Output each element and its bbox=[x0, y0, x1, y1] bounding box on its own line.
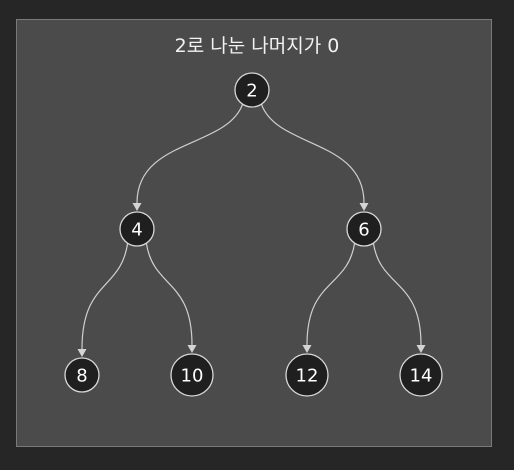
edge-line bbox=[81, 242, 129, 350]
tree-node-6: 6 bbox=[346, 211, 382, 247]
edge-n2-n6 bbox=[260, 103, 369, 211]
node-circle bbox=[64, 357, 100, 393]
arrow-head-icon bbox=[416, 345, 426, 353]
node-label: 4 bbox=[131, 220, 142, 241]
edge-line bbox=[306, 242, 356, 346]
tree-node-10: 10 bbox=[170, 353, 214, 397]
node-circle bbox=[399, 353, 443, 397]
edge-n4-n8 bbox=[77, 242, 129, 357]
edge-line bbox=[136, 103, 244, 204]
edge-line bbox=[372, 242, 422, 346]
tree-node-8: 8 bbox=[64, 357, 100, 393]
node-circle bbox=[346, 211, 382, 247]
arrow-head-icon bbox=[77, 349, 87, 357]
tree-node-14: 14 bbox=[399, 353, 443, 397]
node-label: 2 bbox=[246, 81, 257, 102]
edge-n2-n4 bbox=[132, 103, 244, 211]
edge-n6-n12 bbox=[302, 242, 356, 353]
arrow-head-icon bbox=[359, 203, 369, 211]
node-label: 10 bbox=[181, 366, 204, 387]
node-label: 12 bbox=[296, 366, 319, 387]
edge-line bbox=[260, 103, 365, 204]
nodes-layer: 2 4 6 8 10 12 14 bbox=[64, 72, 443, 397]
node-label: 14 bbox=[410, 366, 433, 387]
edge-line bbox=[145, 242, 193, 346]
arrow-head-icon bbox=[187, 345, 197, 353]
tree-node-12: 12 bbox=[285, 353, 329, 397]
edges-layer bbox=[77, 103, 426, 357]
node-label: 8 bbox=[76, 366, 87, 387]
edge-n6-n14 bbox=[372, 242, 426, 353]
node-circle bbox=[234, 72, 270, 108]
node-label: 6 bbox=[358, 220, 369, 241]
tree-node-4: 4 bbox=[119, 211, 155, 247]
arrow-head-icon bbox=[132, 203, 142, 211]
edge-n4-n10 bbox=[145, 242, 197, 353]
node-circle bbox=[285, 353, 329, 397]
arrow-head-icon bbox=[302, 345, 312, 353]
tree-node-2: 2 bbox=[234, 72, 270, 108]
node-circle bbox=[119, 211, 155, 247]
node-circle bbox=[170, 353, 214, 397]
diagram-title: 2로 나눈 나머지가 0 bbox=[174, 35, 340, 57]
